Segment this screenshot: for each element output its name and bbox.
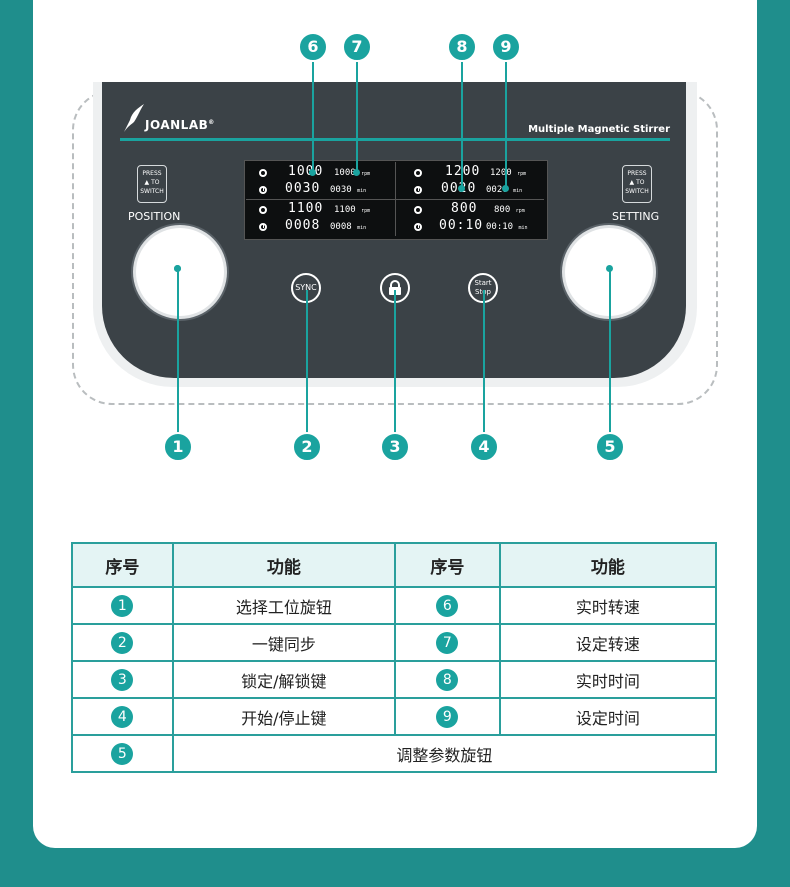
callout-5: 5	[595, 432, 625, 462]
row-function: 设定时间	[498, 697, 718, 736]
speed-icon	[259, 206, 267, 214]
position-label: POSITION	[128, 210, 181, 223]
lcd-display	[244, 160, 548, 240]
callout-dot	[309, 169, 316, 176]
fish-logo-icon	[124, 104, 144, 132]
header-number: 序号	[71, 542, 174, 588]
header-function: 功能	[171, 542, 397, 588]
table-row: 2 一键同步 7 设定转速	[71, 623, 718, 662]
realtime-speed-4: 800	[451, 201, 478, 216]
brand-divider	[120, 138, 670, 141]
row-number: 3	[111, 668, 134, 691]
realtime-time-4: 00:10	[439, 218, 484, 233]
callout-2: 2	[292, 432, 322, 462]
speed-icon	[414, 206, 422, 214]
row-function: 调整参数旋钮	[171, 734, 718, 773]
callout-8: 8	[447, 32, 477, 62]
position-knob[interactable]	[136, 228, 224, 316]
callout-9: 9	[491, 32, 521, 62]
leader-line-4	[483, 290, 485, 433]
realtime-speed-1: 1000	[288, 164, 324, 179]
model-name: Multiple Magnetic Stirrer	[528, 124, 670, 135]
table-header-row: 序号 功能 序号 功能	[71, 542, 718, 588]
callout-dot	[502, 185, 509, 192]
time-icon	[259, 186, 267, 194]
header-function: 功能	[498, 542, 718, 588]
row-function: 锁定/解锁键	[171, 660, 397, 699]
leader-line-5	[609, 269, 611, 433]
callout-dot	[353, 169, 360, 176]
time-icon	[259, 223, 267, 231]
row-number: 9	[436, 705, 459, 728]
row-number: 7	[436, 631, 459, 654]
set-speed-4: 800 rpm	[494, 205, 525, 215]
table-row: 4 开始/停止键 9 设定时间	[71, 697, 718, 736]
row-number: 8	[436, 668, 459, 691]
realtime-time-1: 0030	[285, 181, 321, 196]
set-speed-3: 1200 rpm	[490, 168, 527, 178]
speed-icon	[259, 169, 267, 177]
row-number: 1	[111, 594, 134, 617]
row-number: 6	[436, 594, 459, 617]
leader-line-9	[505, 62, 507, 188]
time-icon	[414, 186, 422, 194]
row-number: 2	[111, 631, 134, 654]
leader-line-3	[394, 290, 396, 433]
realtime-speed-2: 1100	[288, 201, 324, 216]
display-separator-h	[246, 199, 544, 200]
table-row: 1 选择工位旋钮 6 实时转速	[71, 586, 718, 625]
callout-3: 3	[380, 432, 410, 462]
row-function: 设定转速	[498, 623, 718, 662]
brand-name: JOANLAB®	[145, 118, 215, 132]
set-time-4: 00:10 min	[486, 222, 528, 232]
realtime-time-2: 0008	[285, 218, 321, 233]
row-function: 实时转速	[498, 586, 718, 625]
set-speed-1: 1000 rpm	[334, 168, 371, 178]
row-number: 5	[111, 742, 134, 765]
callout-1: 1	[163, 432, 193, 462]
leader-line-2	[306, 290, 308, 433]
callout-6: 6	[298, 32, 328, 62]
set-time-3: 0020 min	[486, 185, 523, 195]
set-time-1: 0030 min	[330, 185, 367, 195]
table-row: 5 调整参数旋钮	[71, 734, 718, 773]
row-function: 实时时间	[498, 660, 718, 699]
row-function: 一键同步	[171, 623, 397, 662]
setting-label: SETTING	[612, 210, 660, 223]
header-number: 序号	[394, 542, 501, 588]
leader-line-7	[356, 62, 358, 172]
callout-dot	[174, 265, 181, 272]
callout-4: 4	[469, 432, 499, 462]
callout-7: 7	[342, 32, 372, 62]
leader-line-1	[177, 269, 179, 433]
row-function: 选择工位旋钮	[171, 586, 397, 625]
function-table: 序号 功能 序号 功能 1 选择工位旋钮 6 实时转速 2 一键同步 7 设定转…	[71, 542, 718, 773]
row-function: 开始/停止键	[171, 697, 397, 736]
set-speed-2: 1100 rpm	[334, 205, 371, 215]
table-row: 3 锁定/解锁键 8 实时时间	[71, 660, 718, 699]
speed-icon	[414, 169, 422, 177]
leader-line-8	[461, 62, 463, 188]
set-time-2: 0008 min	[330, 222, 367, 232]
leader-line-6	[312, 62, 314, 172]
time-icon	[414, 223, 422, 231]
callout-dot	[458, 185, 465, 192]
row-number: 4	[111, 705, 134, 728]
